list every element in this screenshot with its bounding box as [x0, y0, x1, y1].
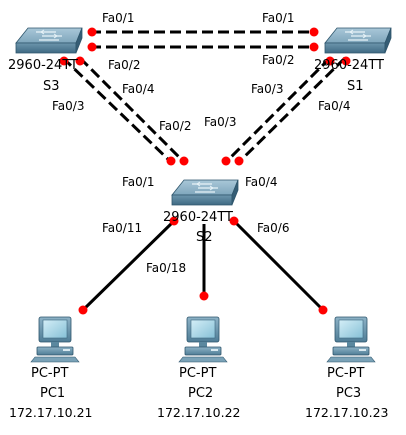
port-label: Fa0/18 [146, 261, 186, 275]
port-label: Fa0/2 [262, 53, 294, 67]
port-status-dot [199, 291, 209, 301]
port-label: Fa0/3 [251, 82, 283, 96]
port-status-dot [166, 156, 176, 166]
port-label: Fa0/1 [262, 11, 294, 25]
pc-pc1[interactable] [30, 316, 80, 363]
port-status-dot [87, 27, 97, 37]
port-status-dot [169, 216, 179, 226]
port-label: Fa0/3 [52, 99, 84, 113]
pc3-name: PC3 [336, 386, 361, 401]
pc3-model: PC-PT [327, 366, 364, 381]
port-label: Fa0/2 [159, 119, 191, 133]
port-label: Fa0/4 [318, 99, 350, 113]
pc1-model: PC-PT [31, 366, 68, 381]
pc1-ip: 172.17.10.21 [9, 405, 93, 420]
port-label: Fa0/6 [257, 221, 289, 235]
port-label: Fa0/3 [204, 115, 236, 129]
pc-icon [326, 316, 376, 363]
pc1-name: PC1 [40, 386, 65, 401]
port-status-dot [179, 156, 189, 166]
link-s3-fa03-s2-fa01[interactable] [61, 56, 174, 165]
switch-icon [171, 179, 239, 206]
port-label: Fa0/11 [102, 221, 142, 235]
switch-s2-model: 2960-24TT [163, 210, 233, 225]
link-s2-fa011-pc1[interactable] [81, 219, 176, 312]
port-label: Fa0/1 [122, 175, 154, 189]
port-label: Fa0/1 [102, 11, 134, 25]
switch-s1-name: S1 [347, 79, 364, 94]
port-status-dot [78, 305, 88, 315]
switch-s3-model: 2960-24TT [8, 58, 78, 73]
link-s1-fa03-s2-fa03[interactable] [224, 56, 332, 164]
switch-s3-name: S3 [43, 79, 60, 94]
switch-s3[interactable] [15, 27, 83, 54]
pc-icon [178, 316, 228, 363]
port-label: Fa0/4 [122, 82, 154, 96]
pc2-model: PC-PT [179, 366, 216, 381]
port-status-dot [234, 156, 244, 166]
port-label: Fa0/2 [108, 58, 140, 72]
switch-s1-model: 2960-24TT [314, 58, 384, 73]
pc-pc3[interactable] [326, 316, 376, 363]
port-status-dot [221, 156, 231, 166]
link-s2-fa06-pc3[interactable] [232, 219, 325, 312]
port-status-dot [309, 27, 319, 37]
port-status-dot [229, 216, 239, 226]
port-status-dot [59, 56, 69, 66]
port-status-dot [325, 56, 335, 66]
port-status-dot [87, 42, 97, 52]
pc2-ip: 172.17.10.22 [157, 405, 241, 420]
port-status-dot [341, 56, 351, 66]
port-status-dot [75, 56, 85, 66]
port-status-dot [318, 305, 328, 315]
switch-s2[interactable] [171, 179, 239, 206]
link-s3-fa04-s2-fa02[interactable] [78, 56, 186, 164]
pc3-ip: 172.17.10.23 [305, 405, 389, 420]
switch-s1[interactable] [324, 27, 392, 54]
pc-icon [30, 316, 80, 363]
pc2-name: PC2 [188, 386, 213, 401]
switch-s2-name: S2 [196, 230, 213, 245]
port-label: Fa0/4 [245, 175, 277, 189]
switch-icon [324, 27, 392, 54]
link-s1-fa04-s2-fa04[interactable] [236, 56, 347, 165]
pc-pc2[interactable] [178, 316, 228, 363]
port-status-dot [309, 42, 319, 52]
switch-icon [15, 27, 83, 54]
